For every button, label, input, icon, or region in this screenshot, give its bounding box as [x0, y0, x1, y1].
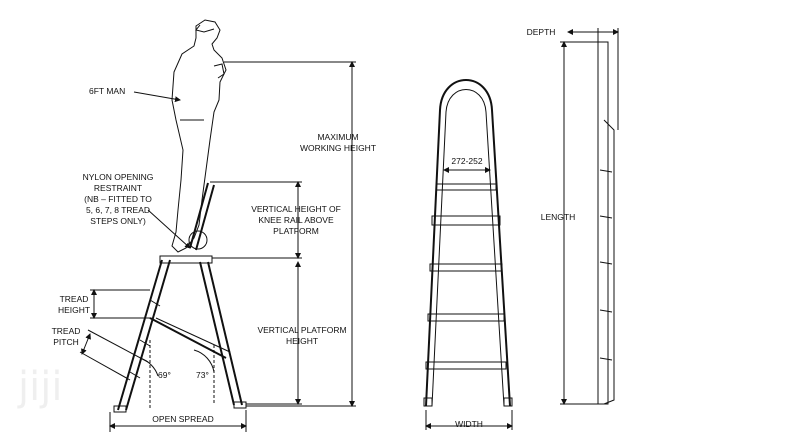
front-leg-left [117, 259, 163, 411]
man-leader [133, 91, 181, 103]
rear-leg-right [207, 261, 243, 406]
label-knee-line3: PLATFORM [273, 226, 319, 236]
front-foot [113, 405, 127, 413]
rear-foot [233, 401, 247, 409]
tread-2 [139, 339, 151, 347]
restraint-bar-inner [155, 317, 231, 353]
label-restraint-line1: NYLON OPENING [83, 172, 154, 182]
front-foot-left [423, 397, 433, 407]
label-tread-height-line2: HEIGHT [58, 305, 90, 315]
label-restraint-line4: 5, 6, 7, 8 TREAD [86, 205, 150, 215]
label-tread-pitch-line2: PITCH [53, 337, 79, 347]
front-frame-outer [425, 79, 511, 407]
front-tread-3 [427, 313, 505, 322]
label-max-height-line2: WORKING HEIGHT [300, 143, 376, 153]
folded-tread-2 [599, 215, 613, 219]
folded-tread-3 [599, 261, 613, 265]
label-angle-front: 69° [158, 370, 171, 380]
folded-rear-leg [603, 119, 615, 405]
label-knee-line1: VERTICAL HEIGHT OF [251, 204, 341, 214]
front-frame-inner [431, 89, 505, 407]
man-hand [213, 63, 225, 79]
rear-leg-left [199, 261, 235, 406]
label-knee-line2: KNEE RAIL ABOVE [258, 215, 334, 225]
front-platform [431, 215, 501, 226]
front-foot-right [503, 397, 513, 407]
tread-1 [149, 299, 161, 307]
side-view-open-ladder [79, 19, 356, 432]
front-leg-right [125, 259, 171, 411]
watermark: jiji [17, 364, 62, 410]
man-silhouette [171, 19, 227, 253]
label-6ft-man: 6FT MAN [89, 86, 125, 96]
knee-rail [189, 182, 209, 249]
label-inner-width: 272-252 [451, 156, 482, 166]
label-width: WIDTH [455, 419, 483, 429]
front-tread-4 [425, 361, 507, 370]
label-restraint-line3: (NB – FITTED TO [84, 194, 152, 204]
front-tread-1 [435, 183, 497, 191]
restraint-leader [147, 209, 191, 249]
restraint-bar [149, 317, 227, 359]
label-max-height-line1: MAXIMUM [317, 132, 358, 142]
front-tread-2 [429, 263, 503, 272]
label-restraint-line5: STEPS ONLY) [90, 216, 146, 226]
front-view-ladder [423, 79, 513, 430]
label-tread-height-line1: TREAD [60, 294, 89, 304]
folded-side-view [560, 28, 619, 405]
tread-pitch-dim [81, 333, 91, 355]
folded-tread-5 [599, 357, 613, 361]
folded-tread-1 [599, 169, 613, 173]
tread-3 [129, 371, 141, 379]
platform [159, 255, 213, 264]
label-open-spread: OPEN SPREAD [152, 414, 213, 424]
folded-tread-4 [599, 309, 613, 313]
label-angle-rear: 73° [196, 370, 209, 380]
label-length: LENGTH [541, 212, 575, 222]
tread-pitch-ext-bottom [79, 351, 131, 381]
label-restraint-line2: RESTRAINT [94, 183, 142, 193]
label-platform-line2: HEIGHT [286, 336, 318, 346]
platform-hinge [188, 230, 208, 250]
label-tread-pitch-line1: TREAD [52, 326, 81, 336]
angle-arc-rear [193, 349, 215, 373]
label-depth: DEPTH [527, 27, 556, 37]
man-cap [195, 24, 215, 33]
angle-arc-front [139, 357, 159, 377]
label-platform-line1: VERTICAL PLATFORM [257, 325, 346, 335]
folded-stile [597, 41, 609, 405]
knee-rail-inner [195, 184, 215, 251]
tread-pitch-ext-top [87, 329, 149, 363]
